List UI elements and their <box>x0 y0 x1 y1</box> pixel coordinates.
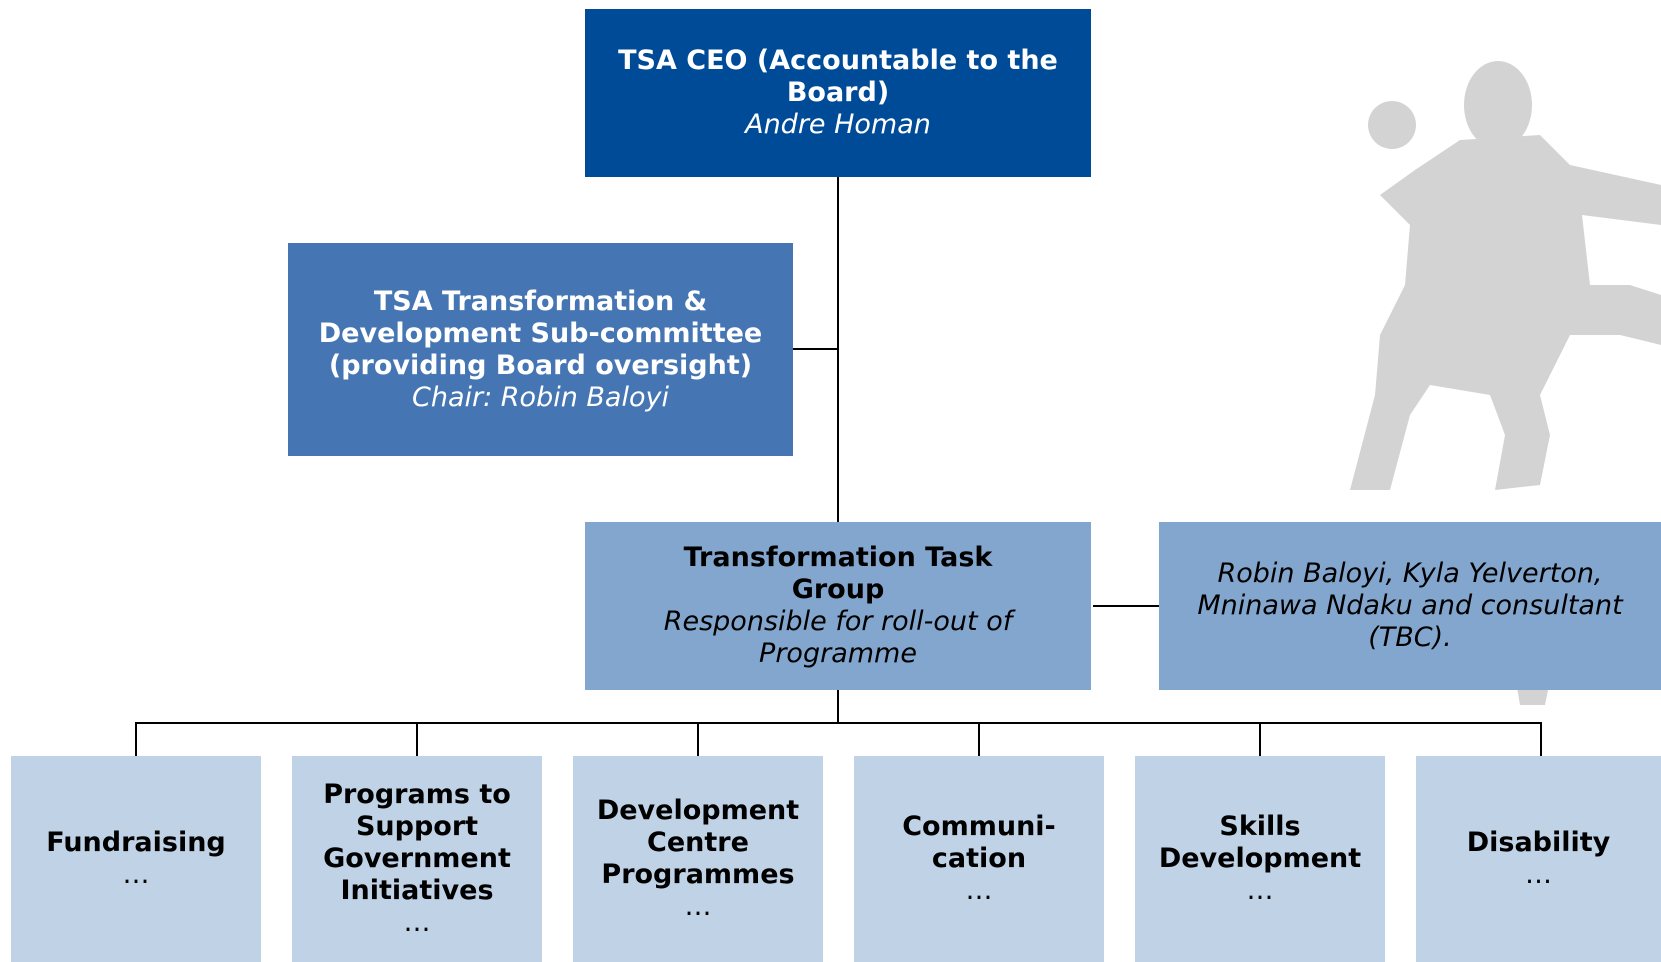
workstream-detail: … <box>122 859 150 890</box>
workstream-title: Disability <box>1466 827 1611 858</box>
ceo-title: TSA CEO (Accountable to the Board) <box>618 45 1058 108</box>
task-group-description: Responsible for roll-out of Programme <box>663 606 1013 669</box>
connector-subcommittee <box>793 348 838 350</box>
connector-members <box>1093 605 1159 607</box>
workstream-title: Communi-cation <box>902 811 1056 874</box>
ceo-box: TSA CEO (Accountable to the Board) Andre… <box>585 9 1091 177</box>
connector-drop-6 <box>1540 722 1542 756</box>
workstream-detail: … <box>965 875 993 906</box>
connector-drop-4 <box>978 722 980 756</box>
workstream-title: Development Centre Programmes <box>596 795 800 890</box>
ceo-name: Andre Homan <box>745 109 931 140</box>
connector-workstream-bar <box>135 722 1542 724</box>
subcommittee-box: TSA Transformation & Development Sub-com… <box>288 243 793 456</box>
connector-task-group-down <box>837 690 839 723</box>
workstream-title: Fundraising <box>46 827 226 858</box>
workstream-disability: Disability … <box>1416 756 1661 962</box>
workstream-detail: … <box>403 907 431 938</box>
connector-drop-1 <box>135 722 137 756</box>
members-text: Robin Baloyi, Kyla Yelverton, Mninawa Nd… <box>1197 558 1623 653</box>
subcommittee-chair: Chair: Robin Baloyi <box>412 381 669 413</box>
connector-drop-2 <box>416 722 418 756</box>
connector-drop-5 <box>1259 722 1261 756</box>
task-group-box: Transformation Task Group Responsible fo… <box>585 522 1091 690</box>
workstream-communication: Communi-cation … <box>854 756 1104 962</box>
subcommittee-title: TSA Transformation & Development Sub-com… <box>318 285 763 381</box>
workstream-title: Programs to Support Government Initiativ… <box>323 779 511 906</box>
members-box: Robin Baloyi, Kyla Yelverton, Mninawa Nd… <box>1159 522 1661 690</box>
workstream-skills-development: Skills Development … <box>1135 756 1385 962</box>
workstream-detail: … <box>684 891 712 922</box>
connector-drop-3 <box>697 722 699 756</box>
connector-ceo-to-task-group <box>837 177 839 523</box>
workstream-detail: … <box>1246 875 1274 906</box>
workstream-detail: … <box>1525 859 1552 890</box>
workstream-development-centre: Development Centre Programmes … <box>573 756 823 962</box>
workstream-government-programs: Programs to Support Government Initiativ… <box>292 756 542 962</box>
workstream-fundraising: Fundraising … <box>11 756 261 962</box>
workstream-title: Skills Development <box>1158 811 1362 874</box>
task-group-title: Transformation Task Group <box>683 542 993 605</box>
